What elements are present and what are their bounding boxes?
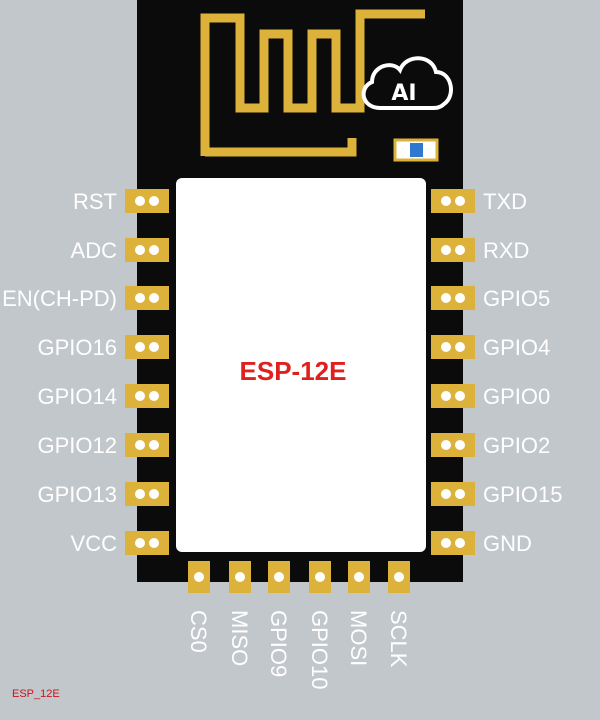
right-pin-label: RXD — [483, 238, 529, 263]
shield-can — [176, 178, 426, 552]
left-pin-8-pad — [125, 531, 169, 555]
right-pin-label: TXD — [483, 189, 527, 214]
right-pin-2-pad — [431, 238, 475, 262]
chip-label: ESP-12E — [240, 356, 347, 386]
antenna-trace — [200, 9, 425, 157]
left-pin-7-pad — [125, 482, 169, 506]
diagram-caption: ESP_12E — [12, 688, 60, 700]
left-pin-label: ADC — [71, 238, 118, 263]
right-pin-label: GPIO15 — [483, 482, 562, 507]
right-pin-label: GPIO2 — [483, 433, 550, 458]
left-pin-label: GPIO16 — [38, 335, 117, 360]
bottom-pin-5-pad — [348, 561, 370, 593]
left-pin-6-pad — [125, 433, 169, 457]
bottom-pin-2-pad — [229, 561, 251, 593]
right-pin-3-pad — [431, 286, 475, 310]
bottom-pins: CS0 MISO GPIO9 GPIO10 MOSI SCLK — [186, 561, 411, 689]
bottom-pin-label: GPIO9 — [266, 610, 291, 677]
right-pin-label: GPIO4 — [483, 335, 550, 360]
right-pin-label: GND — [483, 531, 532, 556]
right-pin-1-pad — [431, 189, 475, 213]
left-pin-label: RST — [73, 189, 117, 214]
bottom-pin-label: GPIO10 — [307, 610, 332, 689]
logo-text: AI — [391, 81, 416, 106]
right-pin-6-pad — [431, 433, 475, 457]
right-pin-7-pad — [431, 482, 475, 506]
right-pin-5-pad — [431, 384, 475, 408]
left-pins: RST ADC EN(CH-PD) GPIO16GPIO14GPIO12GPIO13V… — [2, 189, 169, 556]
right-pin-label: GPIO5 — [483, 286, 550, 311]
left-pin-3-pad — [125, 286, 169, 310]
left-pin-label: GPIO14 — [38, 384, 117, 409]
right-pin-8-pad — [431, 531, 475, 555]
bottom-pin-label: SCLK — [386, 610, 411, 668]
right-pin-label: GPIO0 — [483, 384, 550, 409]
left-pin-label: GPIO12 — [38, 433, 117, 458]
left-pin-2-pad — [125, 238, 169, 262]
bottom-pin-label: CS0 — [186, 610, 211, 653]
left-pin-4-pad — [125, 335, 169, 359]
left-pin-1-pad — [125, 189, 169, 213]
bottom-pin-label: MISO — [227, 610, 252, 666]
left-pin-label: EN(CH-PD) — [2, 286, 117, 311]
bottom-pin-3-pad — [268, 561, 290, 593]
left-pin-label: GPIO13 — [38, 482, 117, 507]
bottom-pin-4-pad — [309, 561, 331, 593]
ai-cloud-logo: AI — [361, 56, 453, 110]
bottom-pin-label: MOSI — [346, 610, 371, 666]
right-pin-4-pad — [431, 335, 475, 359]
status-led — [393, 138, 439, 162]
left-pin-5-pad — [125, 384, 169, 408]
bottom-pin-1-pad — [188, 561, 210, 593]
left-pin-label: VCC — [71, 531, 118, 556]
bottom-pin-6-pad — [388, 561, 410, 593]
